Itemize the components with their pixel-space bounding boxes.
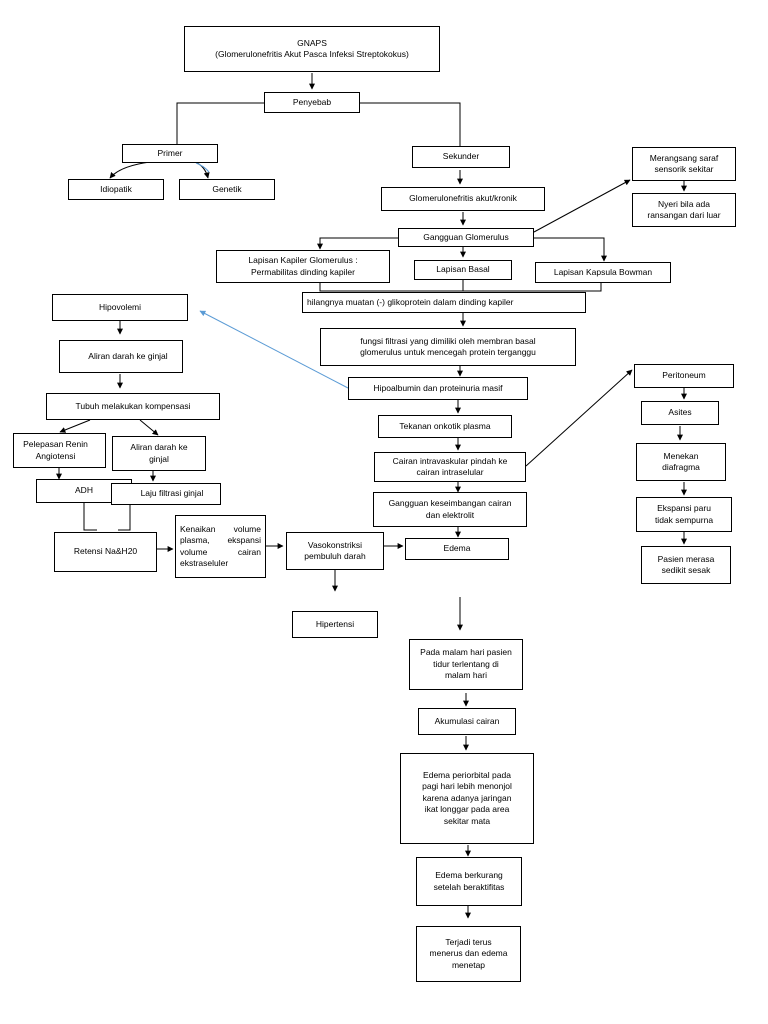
node-genetik: Genetik — [179, 179, 275, 200]
node-pelepasan-renin: Pelepasan Renin Angiotensi — [13, 433, 106, 468]
node-hipertensi: Hipertensi — [292, 611, 378, 638]
node-ekspansi-paru: Ekspansi paru tidak sempurna — [636, 497, 732, 532]
line-penyebab-primer — [176, 102, 264, 144]
node-gangguan-keseimbangan: Gangguan keseimbangan cairan dan elektro… — [373, 492, 527, 527]
node-gangguan-glomerulus: Gangguan Glomerulus — [398, 228, 534, 247]
node-lapisan-kapiler: Lapisan Kapiler Glomerulus : Permabilita… — [216, 250, 390, 283]
line-laju-retensi — [118, 505, 131, 531]
node-edema-periorbital: Edema periorbital pada pagi hari lebih m… — [400, 753, 534, 844]
node-penyebab: Penyebab — [264, 92, 360, 113]
node-lapisan-basal: Lapisan Basal — [414, 260, 512, 280]
node-hilangnya-muatan: hilangnya muatan (-) glikoprotein dalam … — [302, 292, 586, 313]
line-penyebab-sekunder — [360, 102, 461, 146]
node-pasien-sesak: Pasien merasa sedikit sesak — [641, 546, 731, 584]
arrow-primer-idiopatik — [109, 161, 151, 179]
node-vasokonstriksi: Vasokonstriksi pembuluh darah — [286, 532, 384, 570]
node-tubuh-kompensasi: Tubuh melakukan kompensasi — [46, 393, 220, 420]
accent-curve-genetik — [195, 162, 210, 173]
arrow-gangguan-merangsang — [533, 179, 631, 233]
node-laju-filtrasi: Laju filtrasi ginjal — [111, 483, 221, 505]
node-sekunder: Sekunder — [412, 146, 510, 168]
arrow-hipoalbumin-hipovolemi — [199, 310, 349, 389]
node-primer: Primer — [122, 144, 218, 163]
node-malam-hari: Pada malam hari pasien tidur terlentang … — [409, 639, 523, 690]
node-peritoneum: Peritoneum — [634, 364, 734, 388]
node-merangsang-saraf: Merangsang saraf sensorik sekitar — [632, 147, 736, 181]
node-edema-berkurang: Edema berkurang setelah beraktifitas — [416, 857, 522, 906]
node-nyeri: Nyeri bila ada ransangan dari luar — [632, 193, 736, 227]
node-gn-akut-kronik: Glomerulonefritis akut/kronik — [381, 187, 545, 211]
arrow-gangguan-kapiler — [317, 237, 398, 250]
node-tekanan-onkotik: Tekanan onkotik plasma — [378, 415, 512, 438]
node-menekan-diafragma: Menekan diafragma — [636, 443, 726, 481]
node-cairan-intravaskular: Cairan intravaskular pindah ke cairan in… — [374, 452, 526, 482]
arrow-tubuh-renin — [59, 419, 91, 433]
node-akumulasi-cairan: Akumulasi cairan — [418, 708, 516, 735]
node-aliran-darah-ginjal-2: Aliran darah ke ginjal — [112, 436, 206, 471]
node-aliran-darah-ginjal: Aliran darah ke ginjal — [59, 340, 183, 373]
line-adh-retensi — [83, 503, 97, 531]
node-hipovolemi: Hipovolemi — [52, 294, 188, 321]
arrow-primer-genetik — [194, 161, 210, 179]
bracket-lapisan — [319, 283, 602, 292]
node-retensi: Retensi Na&H20 — [54, 532, 157, 572]
node-fungsi-filtrasi: fungsi filtrasi yang dimiliki oleh membr… — [320, 328, 576, 366]
node-edema: Edema — [405, 538, 509, 560]
arrow-tubuh-aliran2 — [139, 419, 159, 436]
node-gnaps: GNAPS (Glomerulonefritis Akut Pasca Infe… — [184, 26, 440, 72]
node-terjadi-terus: Terjadi terus menerus dan edema menetap — [416, 926, 521, 982]
node-hipoalbumin: Hipoalbumin dan proteinuria masif — [348, 377, 528, 400]
arrow-cairan-peritoneum — [525, 369, 633, 467]
arrow-gangguan-kapsula — [534, 237, 607, 262]
node-kenaikan-volume: Kenaikan volume plasma, ekspansi volume … — [175, 515, 266, 578]
node-asites: Asites — [641, 401, 719, 425]
node-idiopatik: Idiopatik — [68, 179, 164, 200]
node-lapisan-kapsula: Lapisan Kapsula Bowman — [535, 262, 671, 283]
